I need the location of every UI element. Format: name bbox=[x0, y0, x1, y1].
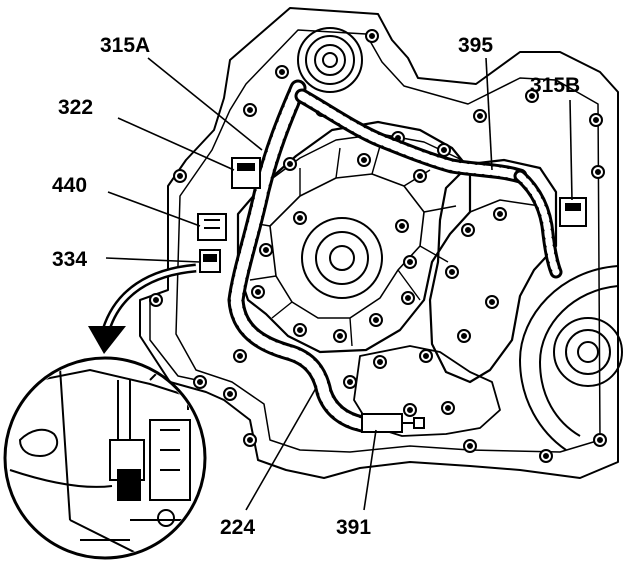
valve-body-hub bbox=[301, 217, 383, 299]
bolt-center bbox=[441, 147, 447, 153]
control-module-body bbox=[428, 158, 558, 384]
bolt-center bbox=[255, 289, 261, 295]
valve-body-plate bbox=[236, 120, 472, 354]
leader-224 bbox=[245, 387, 317, 511]
bolt-center bbox=[597, 437, 603, 443]
callout-395: 395 bbox=[458, 34, 493, 57]
bolt-center bbox=[297, 327, 303, 333]
case-inner-flange bbox=[175, 29, 601, 453]
callout-315a: 315A bbox=[100, 34, 150, 57]
bolt-center bbox=[153, 297, 159, 303]
connector-315b bbox=[559, 197, 587, 227]
leader-440 bbox=[107, 191, 201, 227]
bolt-center bbox=[449, 269, 455, 275]
detail-arrow bbox=[88, 263, 197, 354]
bolt-center bbox=[543, 453, 549, 459]
bolt-center bbox=[347, 379, 353, 385]
bolt-center bbox=[177, 173, 183, 179]
callout-224: 224 bbox=[220, 516, 255, 539]
bolt-center bbox=[263, 247, 269, 253]
bolt-center bbox=[227, 391, 233, 397]
bolt-center bbox=[237, 353, 243, 359]
bolt-center bbox=[465, 227, 471, 233]
callout-391: 391 bbox=[336, 516, 371, 539]
callout-322: 322 bbox=[58, 96, 93, 119]
bolt-center bbox=[405, 295, 411, 301]
bolt-center bbox=[287, 161, 293, 167]
case-bolt-boss-left bbox=[149, 300, 207, 383]
bolt-center bbox=[369, 33, 375, 39]
bolt-center bbox=[497, 211, 503, 217]
leader-lines bbox=[105, 57, 573, 511]
connector-440 bbox=[197, 213, 227, 241]
callout-labels: 315A 322 440 334 395 315B 224 391 bbox=[52, 34, 580, 539]
bolt-center bbox=[593, 117, 599, 123]
pressure-switch-connector-322 bbox=[231, 157, 261, 189]
bolt-center bbox=[467, 443, 473, 449]
bolt-center bbox=[407, 259, 413, 265]
bolt-center bbox=[373, 317, 379, 323]
bolt-center bbox=[297, 215, 303, 221]
connector-detail-inset bbox=[3, 356, 207, 560]
bolt-center bbox=[477, 113, 483, 119]
leader-391 bbox=[363, 429, 377, 511]
bolt-center bbox=[445, 405, 451, 411]
bolt-center bbox=[197, 379, 203, 385]
output-bearing bbox=[519, 265, 623, 451]
bolt-center bbox=[529, 93, 535, 99]
bolt-center bbox=[461, 333, 467, 339]
bolt-center bbox=[417, 173, 423, 179]
callout-315b: 315B bbox=[530, 74, 580, 97]
leader-395 bbox=[485, 57, 493, 171]
bolt-center bbox=[399, 223, 405, 229]
transmission-case-outline bbox=[139, 7, 619, 479]
bolt-center bbox=[407, 407, 413, 413]
bolt-center bbox=[377, 359, 383, 365]
callout-440: 440 bbox=[52, 174, 87, 197]
bolt-center bbox=[423, 353, 429, 359]
connector-391 bbox=[361, 413, 425, 433]
wiring-harness-224 bbox=[227, 79, 563, 433]
input-shaft-seal bbox=[297, 27, 363, 93]
bolt-center bbox=[489, 299, 495, 305]
leader-315a bbox=[147, 57, 263, 151]
bolt-center bbox=[247, 437, 253, 443]
connector-334 bbox=[199, 249, 221, 273]
bolt-center bbox=[595, 169, 601, 175]
leader-315b bbox=[569, 99, 573, 201]
leader-322 bbox=[117, 117, 235, 171]
bolt-center bbox=[337, 333, 343, 339]
bolt-center bbox=[279, 69, 285, 75]
bolt-center bbox=[247, 107, 253, 113]
callout-334: 334 bbox=[52, 248, 87, 271]
bolt-center bbox=[361, 157, 367, 163]
leader-334 bbox=[105, 257, 201, 263]
